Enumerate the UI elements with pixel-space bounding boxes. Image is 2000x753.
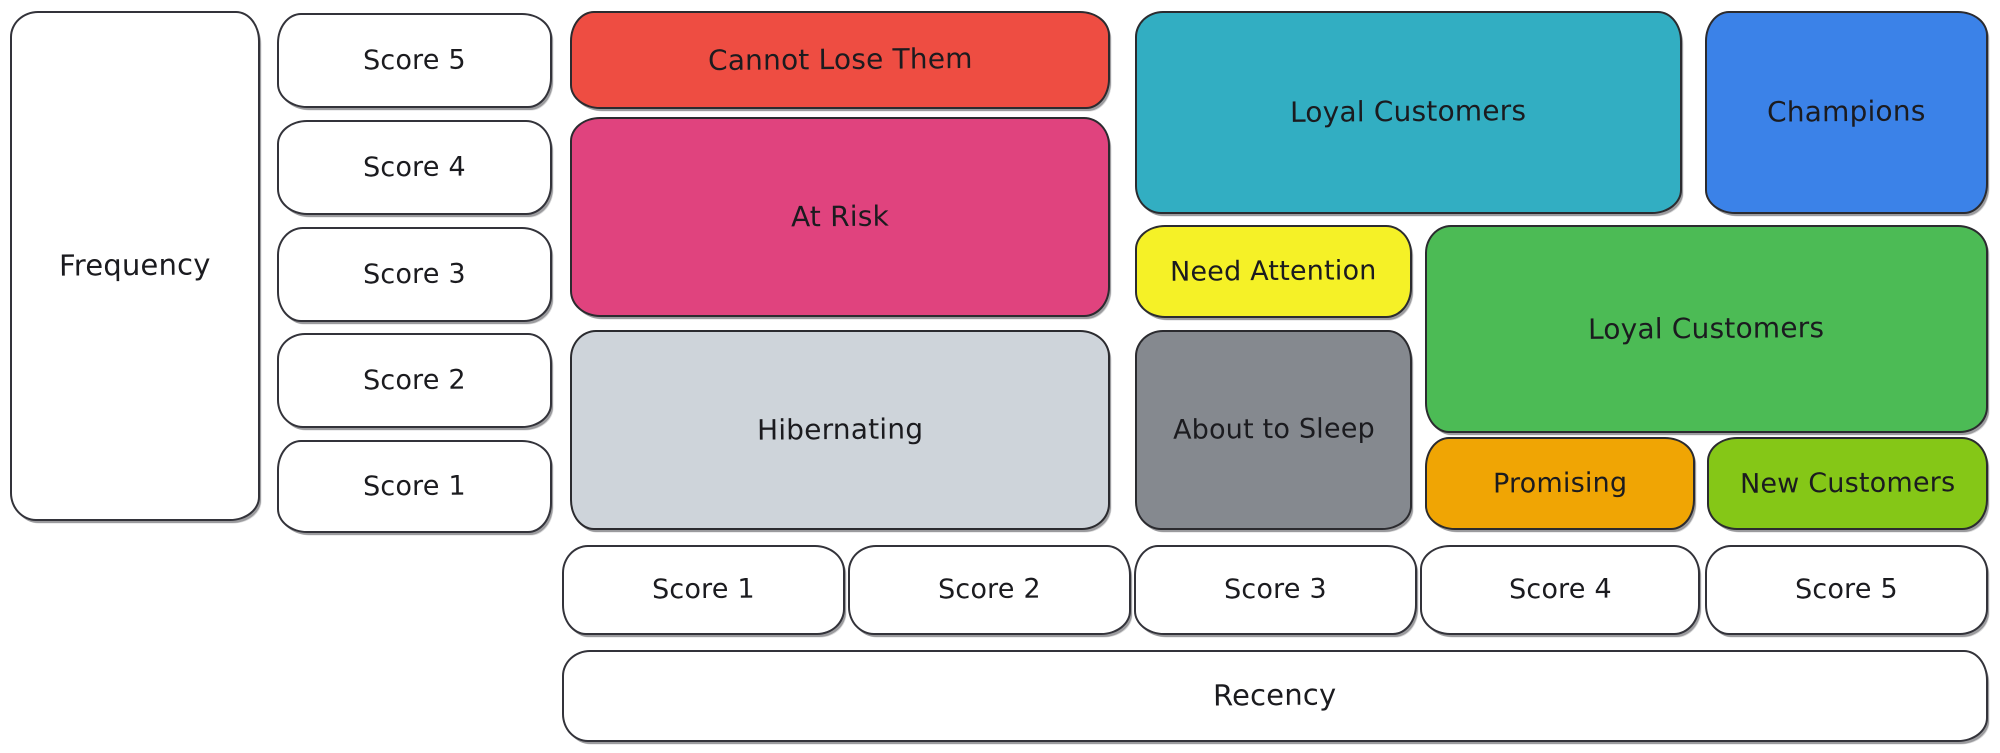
frequency-axis-label: Frequency	[10, 11, 260, 521]
recency-score-4[interactable]: Score 4	[1420, 545, 1700, 635]
frequency-score-4[interactable]: Score 4	[277, 120, 552, 215]
segment-champions[interactable]: Champions	[1705, 11, 1988, 214]
segment-hibernating[interactable]: Hibernating	[570, 330, 1110, 530]
frequency-score-5[interactable]: Score 5	[277, 13, 552, 108]
recency-score-2[interactable]: Score 2	[848, 545, 1131, 635]
frequency-score-1[interactable]: Score 1	[277, 440, 552, 533]
recency-score-1[interactable]: Score 1	[562, 545, 845, 635]
segment-about-to-sleep[interactable]: About to Sleep	[1135, 330, 1412, 530]
segment-need-attention[interactable]: Need Attention	[1135, 225, 1412, 318]
recency-score-5[interactable]: Score 5	[1705, 545, 1988, 635]
segment-promising[interactable]: Promising	[1425, 437, 1695, 530]
recency-axis-label: Recency	[562, 650, 1988, 742]
segment-at-risk[interactable]: At Risk	[570, 117, 1110, 317]
segment-new-customers[interactable]: New Customers	[1707, 437, 1988, 530]
recency-score-3[interactable]: Score 3	[1134, 545, 1417, 635]
frequency-score-2[interactable]: Score 2	[277, 333, 552, 428]
segment-cannot-lose-them[interactable]: Cannot Lose Them	[570, 11, 1110, 109]
segment-loyal-customers-green[interactable]: Loyal Customers	[1425, 225, 1988, 433]
frequency-score-3[interactable]: Score 3	[277, 227, 552, 322]
segment-loyal-customers-teal[interactable]: Loyal Customers	[1135, 11, 1682, 214]
